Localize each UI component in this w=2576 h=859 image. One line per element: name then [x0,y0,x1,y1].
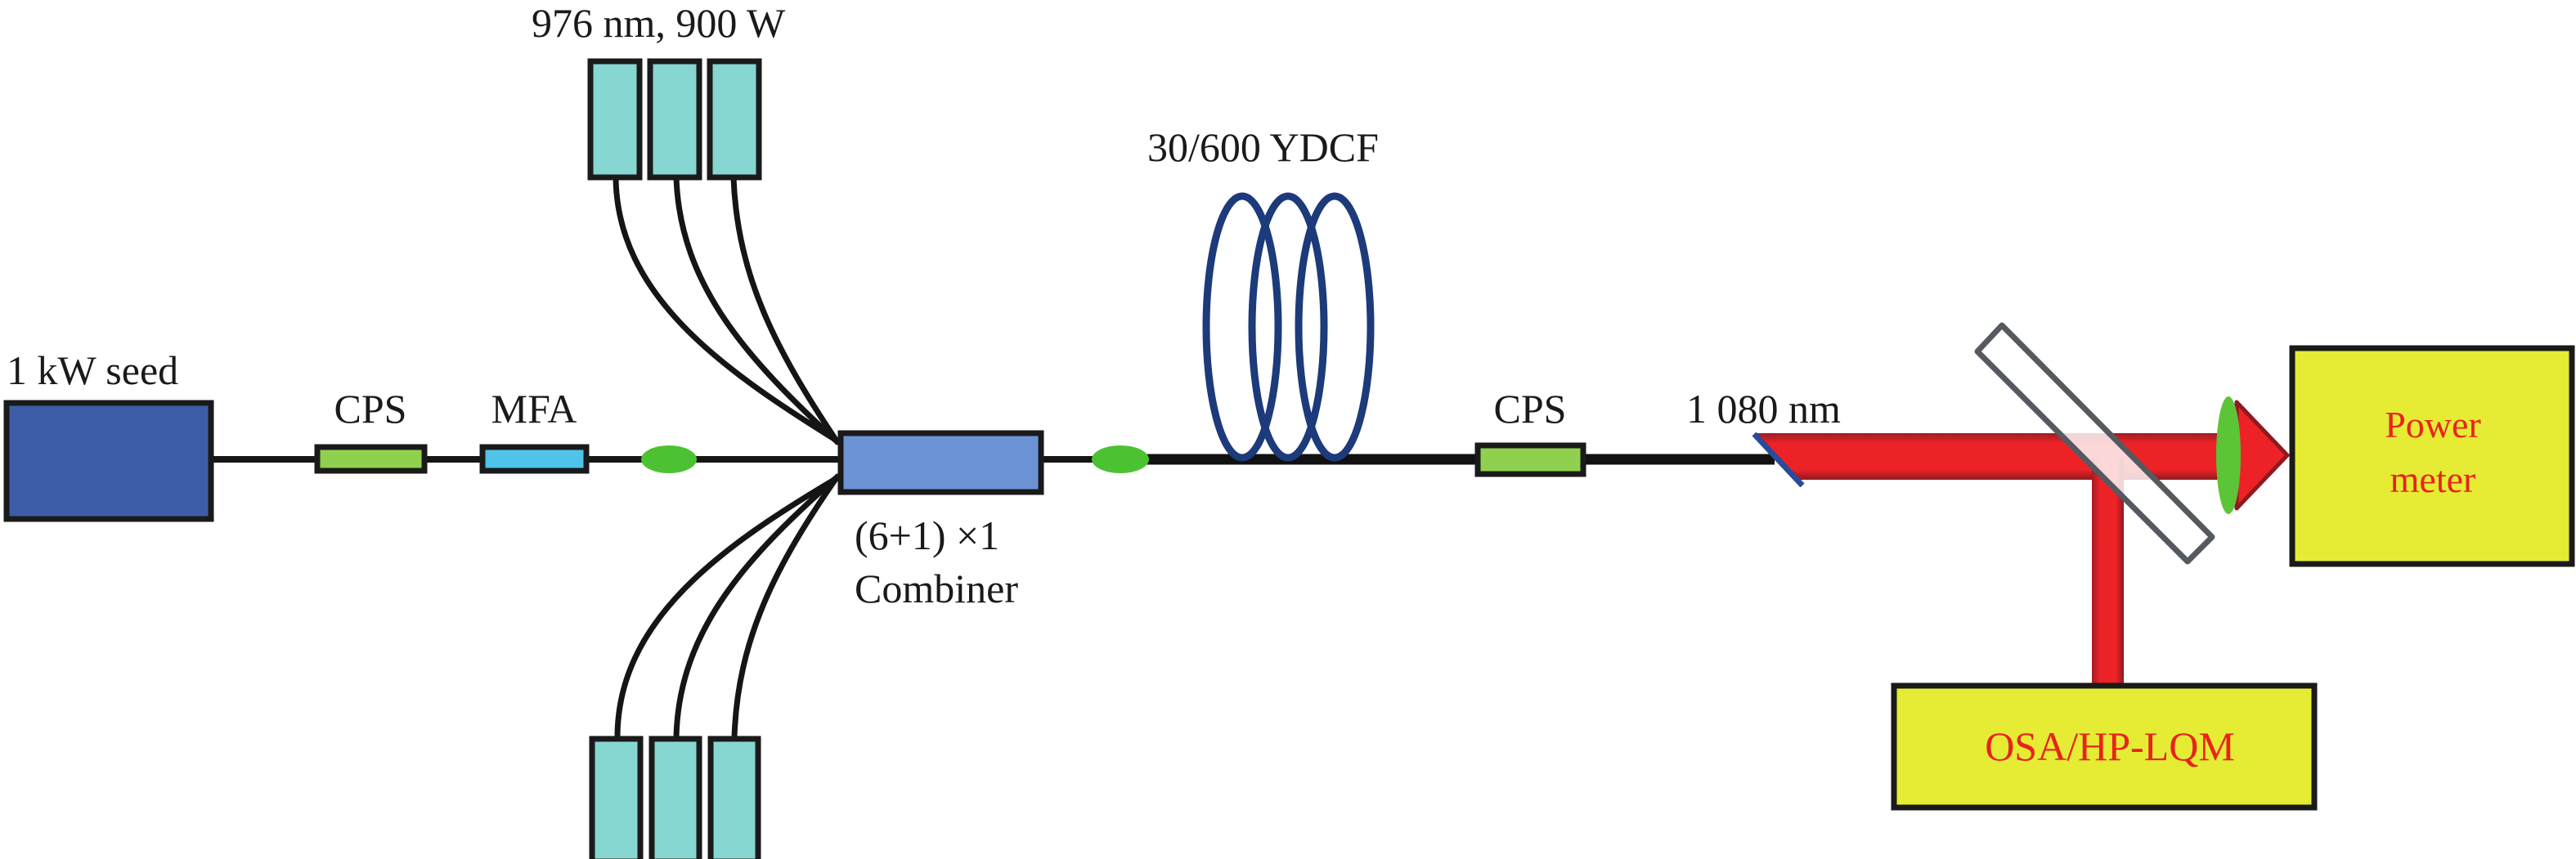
beam-splitter [1974,322,2215,565]
pump-diode-bottom-2 [648,736,702,859]
pump-fiber-top-1 [613,175,837,442]
pump-group-top [587,58,762,181]
osa-label: OSA/HP-LQM [1985,723,2235,769]
cps-2-box [1474,442,1586,477]
ydcf-coil [1202,192,1375,462]
pump-diode-bottom-1 [589,736,644,859]
beam-arrowhead [2234,400,2290,511]
pump-diode-bottom-3 [707,736,761,859]
power-meter-box [2289,345,2575,567]
seed-label: 1 kW seed [7,347,178,393]
combiner-label-line2: Combiner [855,566,1018,611]
pump-group-bottom [589,736,761,859]
combiner-box [837,430,1044,495]
output-beam-horizontal [1754,433,2241,480]
mfa-label: MFA [491,386,577,432]
cps-2-label: CPS [1494,386,1567,432]
splice-1-dot [641,445,697,473]
pump-diode-top-2 [647,58,702,181]
cps-1-box [314,444,428,474]
pump-diode-top-3 [707,58,762,181]
pump-label: 976 nm, 900 W [532,0,786,46]
cps-1-label: CPS [334,386,407,432]
fiber-end-cleave [1752,432,1805,488]
osa-box [1891,682,2318,811]
wavelength-label: 1 080 nm [1686,386,1841,432]
focusing-lens [2216,396,2241,514]
pump-fiber-top-2 [673,175,839,444]
pump-fiber-bottom-3 [731,473,841,740]
coil-loop-3 [1295,192,1375,462]
mfa-box [479,444,590,474]
pump-fiber-top-3 [730,175,841,445]
power-meter-label-line1: Power [2385,404,2481,445]
ydcf-label: 30/600 YDCF [1147,124,1379,170]
coil-loop-1 [1202,192,1282,462]
power-meter-label-line2: meter [2390,459,2476,500]
coil-loop-2 [1248,192,1328,462]
pump-diode-top-1 [587,58,643,181]
combiner-label-line1: (6+1) ×1 [855,512,999,558]
pump-fiber-bottom-2 [673,475,839,740]
seed-laser-box [3,400,214,522]
splice-2-dot [1092,445,1149,473]
pump-fiber-bottom-1 [614,476,837,740]
